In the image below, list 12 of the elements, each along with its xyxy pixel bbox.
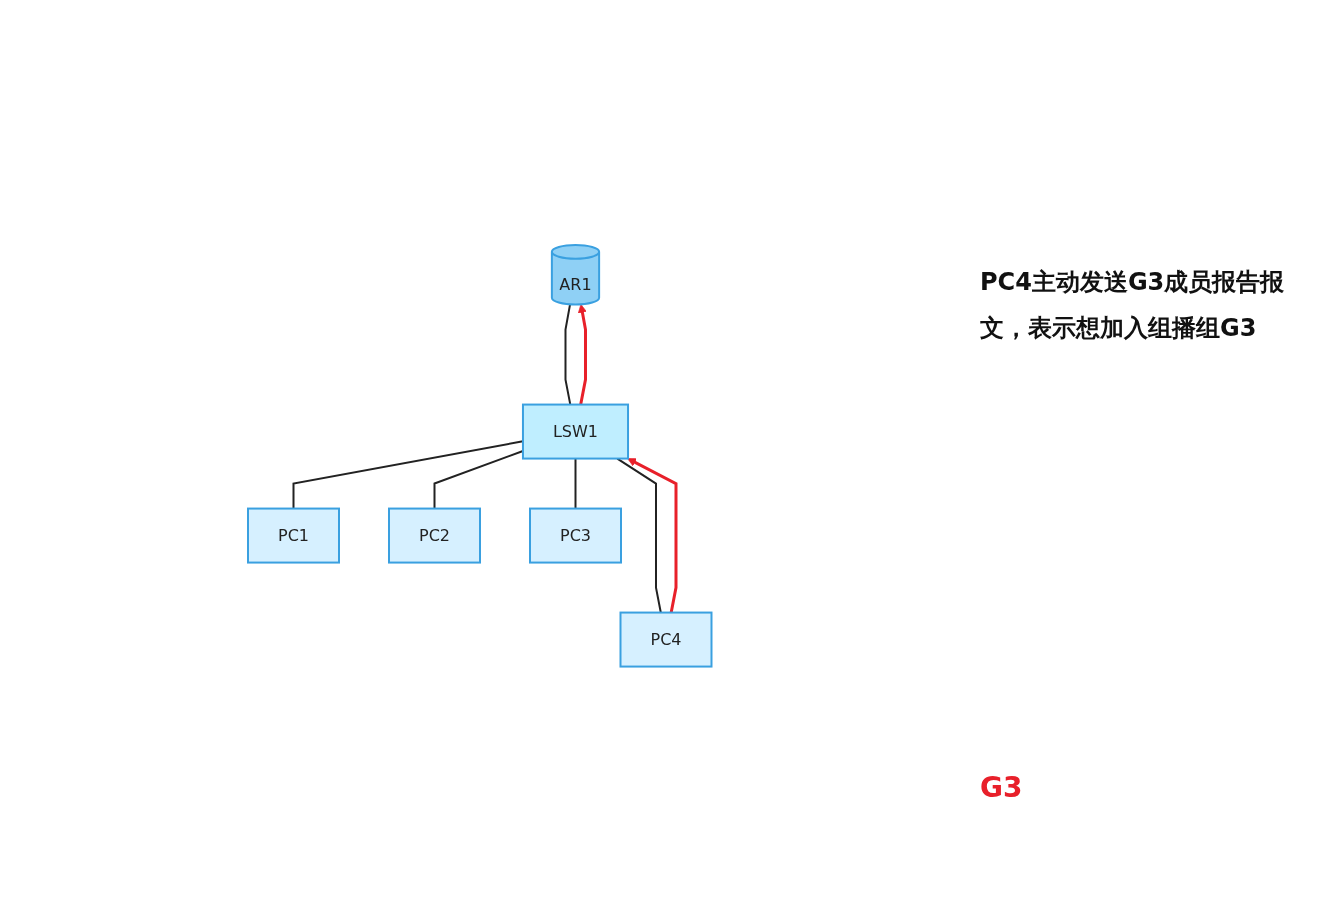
connector — [574, 457, 577, 510]
group-label: G3 — [980, 771, 1024, 805]
connector — [564, 303, 572, 406]
arrow — [627, 458, 678, 614]
node-box: PC2 — [388, 507, 482, 564]
node-box: PC4 — [619, 611, 713, 668]
annotation-text: PC4主动发送G3成员报告报文，表示想加入组播组G3 — [980, 267, 1286, 344]
arrow — [578, 304, 588, 406]
node-box: PC1 — [247, 507, 341, 564]
node-box: PC3 — [529, 507, 623, 564]
connector — [616, 457, 663, 614]
node-box: LSW1 — [522, 403, 630, 460]
